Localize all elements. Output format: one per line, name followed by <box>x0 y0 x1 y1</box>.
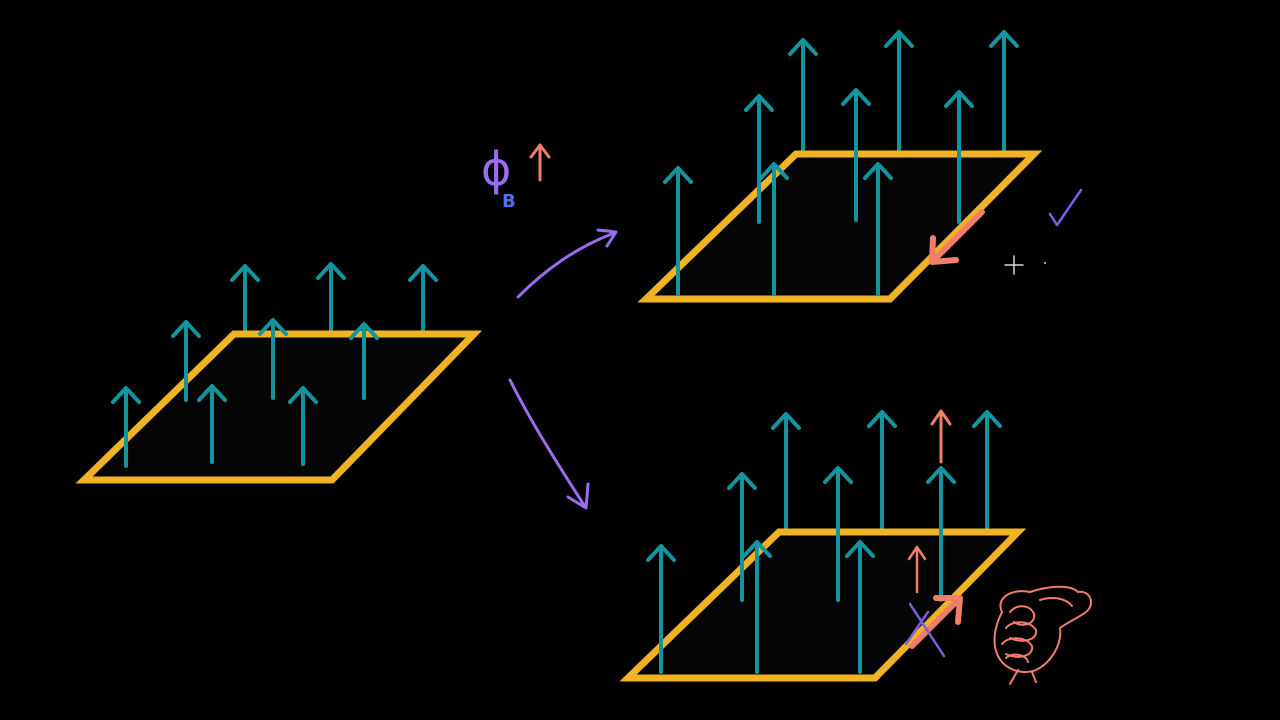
left-field-arrows-front <box>111 318 379 468</box>
field-arrow <box>841 88 871 222</box>
field-arrow <box>111 386 141 468</box>
bottom-field-arrows-front <box>646 466 956 674</box>
top-conducting-loop <box>637 150 1043 303</box>
field-arrow <box>258 318 288 400</box>
field-arrow <box>742 540 772 674</box>
up-arrow-icon <box>907 545 927 594</box>
field-arrow <box>788 38 818 162</box>
field-arrow <box>349 322 379 400</box>
field-arrow <box>771 412 801 542</box>
up-arrow-icon <box>529 143 551 182</box>
field-arrow <box>884 30 914 162</box>
check-mark-icon <box>1048 188 1083 227</box>
field-arrow <box>823 466 853 602</box>
flux-subscript: B <box>502 191 516 212</box>
field-arrow <box>316 262 346 342</box>
field-arrow <box>972 410 1002 542</box>
crosshair-cursor-icon <box>1004 255 1046 275</box>
field-arrow <box>288 386 318 466</box>
left-conducting-loop <box>75 330 483 484</box>
field-arrow <box>230 264 260 342</box>
bottom-right-loop-group <box>619 409 1093 685</box>
field-arrow <box>944 90 974 224</box>
field-arrow <box>867 410 897 542</box>
field-arrow <box>197 384 227 464</box>
field-arrow <box>926 466 956 602</box>
field-arrow <box>845 540 875 674</box>
up-arrow-icon <box>930 409 952 464</box>
transition-arrow-up <box>516 228 618 299</box>
field-arrow <box>727 472 757 602</box>
current-arrow-icon <box>909 595 963 649</box>
bottom-field-arrows-back <box>771 409 1002 542</box>
top-field-arrows-front <box>663 88 974 296</box>
field-arrow <box>744 94 774 224</box>
bottom-conducting-loop <box>619 528 1027 682</box>
transition-arrow-down <box>508 378 590 510</box>
left-loop-group <box>75 262 483 484</box>
right-hand-icon <box>993 585 1093 685</box>
field-arrow <box>408 264 438 342</box>
field-arrow <box>989 30 1019 162</box>
flux-symbol: ϕ <box>481 142 511 196</box>
field-arrow <box>663 166 693 296</box>
field-arrow <box>646 544 676 674</box>
top-field-arrows-back <box>788 30 1019 162</box>
field-arrow <box>863 162 893 296</box>
current-arrow-icon <box>929 209 985 265</box>
field-arrow <box>759 162 789 296</box>
cross-mark-icon <box>904 602 946 658</box>
flux-label: ϕ B <box>481 142 551 212</box>
top-right-loop-group <box>637 30 1083 303</box>
field-arrow <box>171 320 201 402</box>
left-field-arrows-back <box>230 262 438 342</box>
